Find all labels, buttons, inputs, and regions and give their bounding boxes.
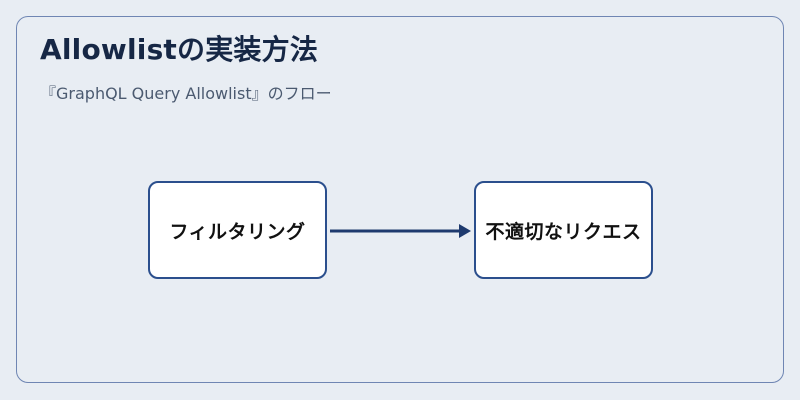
node-inappropriate-request-label: 不適切なリクエス (485, 220, 642, 243)
diagram-subtitle: 『GraphQL Query Allowlist』のフロー (40, 84, 332, 103)
node-inappropriate-request: 不適切なリクエス (474, 181, 653, 279)
node-filtering: フィルタリング (148, 181, 327, 279)
diagram-frame (16, 16, 784, 383)
diagram-title: Allowlistの実装方法 (40, 33, 319, 66)
node-filtering-label: フィルタリング (169, 220, 306, 243)
